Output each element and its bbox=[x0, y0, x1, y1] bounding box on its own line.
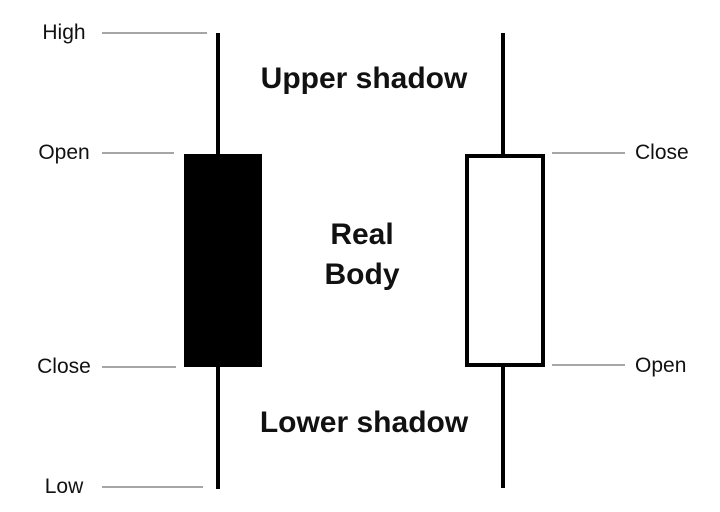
close-label-right: Close bbox=[635, 141, 689, 164]
real-body-hollow bbox=[465, 154, 545, 367]
upper-shadow-wick-right bbox=[501, 33, 505, 154]
lower-shadow-wick-left bbox=[216, 367, 220, 489]
real-body-annotation-line1: Real bbox=[330, 218, 394, 251]
lower-shadow-wick-right bbox=[501, 367, 505, 488]
open-label-left: Open bbox=[38, 141, 90, 164]
upper-shadow-wick-left bbox=[216, 33, 220, 154]
low-leader-line bbox=[102, 486, 203, 488]
real-body-filled bbox=[184, 154, 262, 367]
open-leader-line-left bbox=[102, 152, 174, 154]
high-leader-line bbox=[102, 32, 207, 34]
close-leader-line-right bbox=[552, 152, 625, 154]
real-body-annotation: Real Body bbox=[325, 215, 400, 295]
high-label: High bbox=[42, 21, 86, 44]
low-label: Low bbox=[44, 475, 84, 498]
real-body-annotation-line2: Body bbox=[324, 258, 400, 291]
open-leader-line-right bbox=[552, 364, 625, 366]
close-label-left: Close bbox=[37, 355, 91, 378]
close-leader-line-left bbox=[102, 366, 176, 368]
lower-shadow-annotation: Lower shadow bbox=[259, 406, 469, 439]
upper-shadow-annotation: Upper shadow bbox=[260, 62, 468, 95]
open-label-right: Open bbox=[635, 354, 687, 377]
